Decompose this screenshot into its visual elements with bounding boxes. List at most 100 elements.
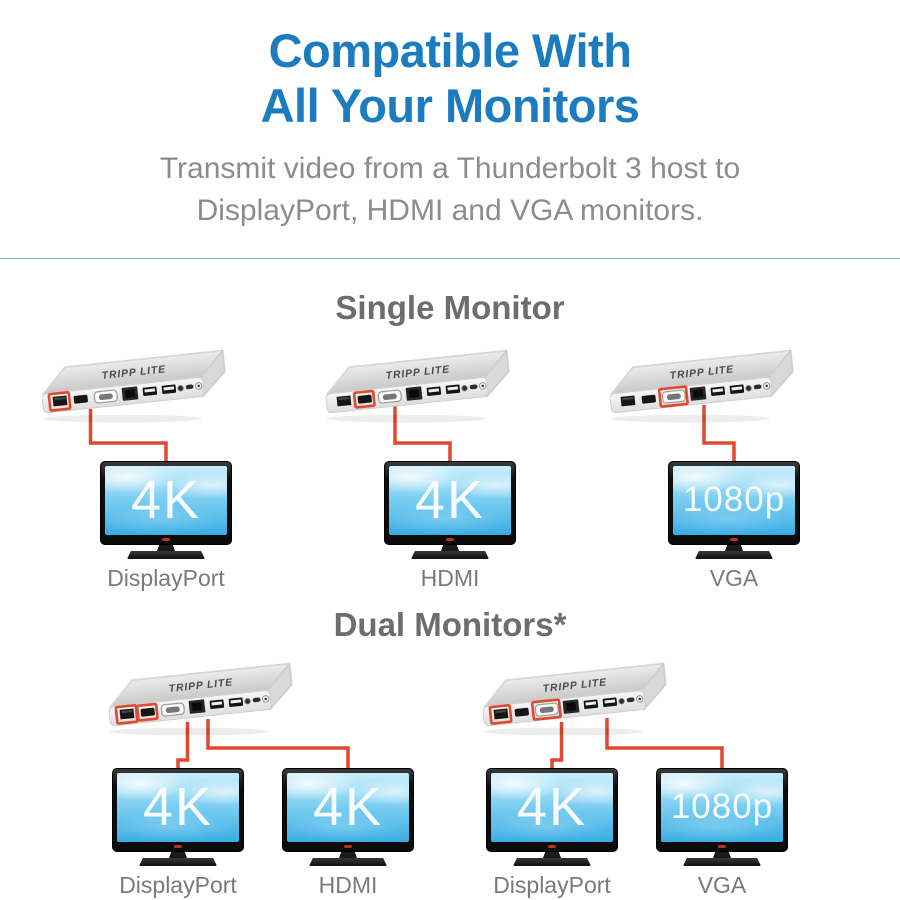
usb-c-port bbox=[753, 384, 762, 390]
monitor-stand-neck bbox=[725, 544, 743, 551]
setup-displayport: TRIPP LITE 4K bbox=[31, 343, 301, 596]
cable-routing bbox=[393, 405, 452, 469]
monitor-stand-neck bbox=[543, 851, 561, 858]
monitor-logo-dot bbox=[446, 538, 454, 542]
page-title-line1: Compatible With bbox=[268, 24, 632, 77]
setup-displayport-hdmi: TRIPP LITE 4K bbox=[98, 656, 428, 900]
monitor-screen: 1080p bbox=[661, 772, 783, 842]
hdmi-port bbox=[357, 394, 372, 404]
video-cable-vga bbox=[702, 404, 736, 469]
hdmi-port bbox=[140, 707, 155, 717]
displayport-port bbox=[52, 395, 68, 407]
ethernet-port-inner bbox=[565, 702, 577, 711]
monitor-connection-label: HDMI bbox=[420, 564, 480, 591]
cable-routing bbox=[702, 404, 736, 469]
setup-hdmi: TRIPP LITE 4K bbox=[315, 343, 585, 596]
monitor-bezel: 1080p bbox=[656, 767, 788, 852]
divider bbox=[0, 257, 900, 259]
displayport-port-tongue bbox=[121, 709, 133, 714]
single-monitor-heading: Single Monitor bbox=[335, 288, 565, 326]
monitor-stand-base bbox=[309, 857, 387, 866]
ethernet-port-inner bbox=[124, 389, 136, 398]
usb-a-port-tongue bbox=[230, 699, 242, 704]
monitor-connection-label: DisplayPort bbox=[107, 564, 225, 591]
monitor-graphic: 1080p bbox=[668, 460, 800, 559]
monitor-stand-neck bbox=[713, 851, 731, 858]
monitor-stand-base bbox=[513, 857, 591, 866]
dual-monitors-heading: Dual Monitors* bbox=[333, 605, 567, 643]
monitor-stand-neck bbox=[169, 851, 187, 858]
monitor-stand-base bbox=[411, 550, 489, 559]
monitor-logo-dot bbox=[548, 845, 556, 849]
monitor-bezel: 4K bbox=[384, 460, 516, 545]
screen-resolution-text: 4K bbox=[142, 777, 214, 838]
ethernet-port-inner bbox=[692, 389, 704, 398]
displayport-port bbox=[493, 708, 509, 720]
video-cable-displayport bbox=[88, 408, 168, 469]
cable-routing bbox=[88, 408, 168, 469]
port-highlight-box-displayport bbox=[114, 703, 139, 725]
monitor-stand-base bbox=[695, 550, 773, 559]
setup-displayport-vga: TRIPP LITE 4K bbox=[472, 656, 802, 900]
usb-a-port-tongue bbox=[428, 388, 440, 393]
monitor-connection-label: HDMI bbox=[318, 871, 378, 898]
monitor-stand-base bbox=[683, 857, 761, 866]
monitor-screen: 1080p bbox=[673, 465, 795, 535]
usb-a-port-tongue bbox=[604, 699, 616, 704]
displayport-port-tongue bbox=[338, 396, 350, 401]
displayport-port bbox=[336, 395, 352, 407]
video-cable-hdmi bbox=[206, 718, 350, 776]
page-subtitle: Transmit video from a Thunderbolt 3 host… bbox=[0, 148, 900, 232]
dock-shadow bbox=[42, 414, 203, 423]
monitor-stand-base bbox=[127, 550, 205, 559]
usb-a-port-tongue bbox=[144, 388, 156, 393]
usb-c-port bbox=[252, 697, 261, 703]
page-subtitle-line1: Transmit video from a Thunderbolt 3 host… bbox=[159, 151, 741, 185]
audio-jack-port bbox=[177, 385, 184, 392]
displayport-port-tongue bbox=[495, 709, 507, 714]
setup-vga: TRIPP LITE 1080p bbox=[599, 343, 869, 596]
power-port-pin bbox=[264, 697, 267, 701]
audio-jack-port bbox=[244, 698, 251, 705]
power-port-pin bbox=[765, 384, 768, 388]
monitor-logo-dot bbox=[344, 845, 352, 849]
monitor-graphic: 4K bbox=[100, 460, 232, 559]
usb-a-port-tongue bbox=[585, 701, 597, 706]
monitor-graphic: 4K bbox=[282, 767, 414, 866]
audio-jack-port bbox=[745, 385, 752, 392]
monitor-stand-base bbox=[139, 857, 217, 866]
monitor-bezel: 4K bbox=[100, 460, 232, 545]
monitor-graphic: 1080p bbox=[656, 767, 788, 866]
docking-station: TRIPP LITE bbox=[41, 349, 226, 423]
docking-station: TRIPP LITE bbox=[609, 349, 794, 423]
dock-shadow bbox=[610, 414, 771, 423]
usb-a-port-tongue bbox=[211, 701, 223, 706]
monitor-screen: 4K bbox=[105, 465, 227, 535]
displayport-port-tongue bbox=[54, 396, 66, 401]
monitor-bezel: 1080p bbox=[668, 460, 800, 545]
screen-resolution-text: 4K bbox=[312, 777, 384, 838]
power-port-pin bbox=[638, 697, 641, 701]
monitor-bezel: 4K bbox=[112, 767, 244, 852]
docking-station: TRIPP LITE bbox=[482, 662, 667, 736]
monitor-bezel: 4K bbox=[282, 767, 414, 852]
screen-resolution-text: 1080p bbox=[670, 787, 774, 827]
screen-resolution-text: 4K bbox=[130, 470, 202, 531]
port-highlight-box-displayport bbox=[47, 390, 72, 412]
page-subtitle-line2: DisplayPort, HDMI and VGA monitors. bbox=[196, 193, 704, 227]
monitor-graphic: 4K bbox=[384, 460, 516, 559]
screen-resolution-text: 1080p bbox=[682, 480, 786, 520]
video-cable-vga bbox=[605, 717, 724, 776]
monitor-stand-neck bbox=[339, 851, 357, 858]
monitor-logo-dot bbox=[162, 538, 170, 542]
port-highlight-box-displayport bbox=[488, 703, 513, 725]
monitor-screen: 4K bbox=[491, 772, 613, 842]
vga-port-pins bbox=[98, 393, 113, 401]
screen-resolution-text: 4K bbox=[414, 470, 486, 531]
dock-shadow bbox=[326, 414, 487, 423]
usb-c-port bbox=[469, 384, 478, 390]
usb-c-port bbox=[626, 697, 635, 703]
usb-a-port-tongue bbox=[447, 386, 459, 391]
hdmi-port bbox=[641, 394, 656, 404]
product-infographic: Compatible With All Your Monitors Transm… bbox=[0, 24, 900, 900]
